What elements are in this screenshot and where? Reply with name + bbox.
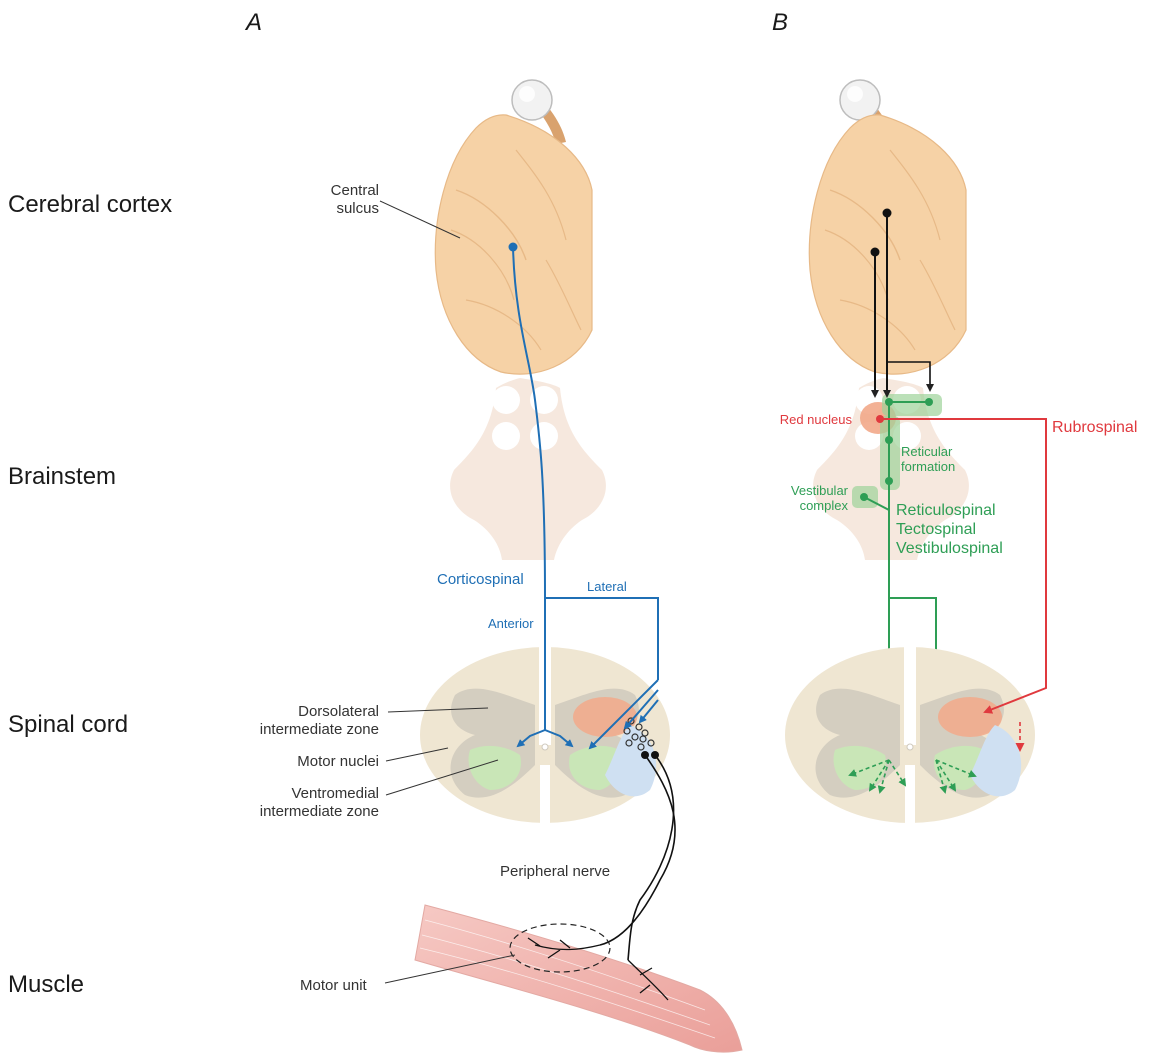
- label-ventromedial-line2: intermediate zone: [260, 803, 379, 820]
- brainstem-a: [450, 378, 606, 560]
- panel-b: Red nucleus Rubrospinal Reticular format…: [780, 80, 1138, 823]
- label-dorsolateral-line2: intermediate zone: [260, 721, 379, 738]
- panel-label-b: B: [772, 9, 788, 36]
- label-central-sulcus-line1: Central: [331, 182, 379, 199]
- row-label-muscle: Muscle: [8, 971, 84, 998]
- label-vestibular-line1: Vestibular: [791, 483, 849, 498]
- label-central-sulcus-line2: sulcus: [336, 200, 379, 217]
- panel-label-a: A: [244, 9, 262, 36]
- label-peripheral-nerve: Peripheral nerve: [500, 863, 610, 880]
- label-reticular-line2: formation: [901, 459, 955, 474]
- muscle-illustration: [415, 905, 742, 1052]
- label-motor-nuclei: Motor nuclei: [297, 753, 379, 770]
- label-dorsolateral-line1: Dorsolateral: [298, 703, 379, 720]
- label-ventromedial-line1: Ventromedial: [291, 785, 379, 802]
- label-reticulospinal: Reticulospinal: [896, 502, 996, 519]
- spinal-cord-section-b: [785, 647, 1035, 823]
- label-lateral: Lateral: [587, 579, 627, 594]
- panel-a: Corticospinal Lateral Anterior Central s…: [260, 80, 742, 1052]
- row-label-spinal-cord: Spinal cord: [8, 711, 128, 738]
- label-reticular-line1: Reticular: [901, 444, 953, 459]
- label-red-nucleus: Red nucleus: [780, 412, 853, 427]
- label-corticospinal: Corticospinal: [437, 571, 524, 588]
- label-motor-unit: Motor unit: [300, 977, 368, 994]
- label-vestibulospinal: Vestibulospinal: [896, 540, 1003, 557]
- row-label-brainstem: Brainstem: [8, 463, 116, 490]
- row-label-cerebral-cortex: Cerebral cortex: [8, 191, 172, 218]
- label-anterior: Anterior: [488, 616, 534, 631]
- label-tectospinal: Tectospinal: [896, 521, 976, 538]
- label-rubrospinal: Rubrospinal: [1052, 419, 1137, 436]
- label-vestibular-line2: complex: [800, 498, 849, 513]
